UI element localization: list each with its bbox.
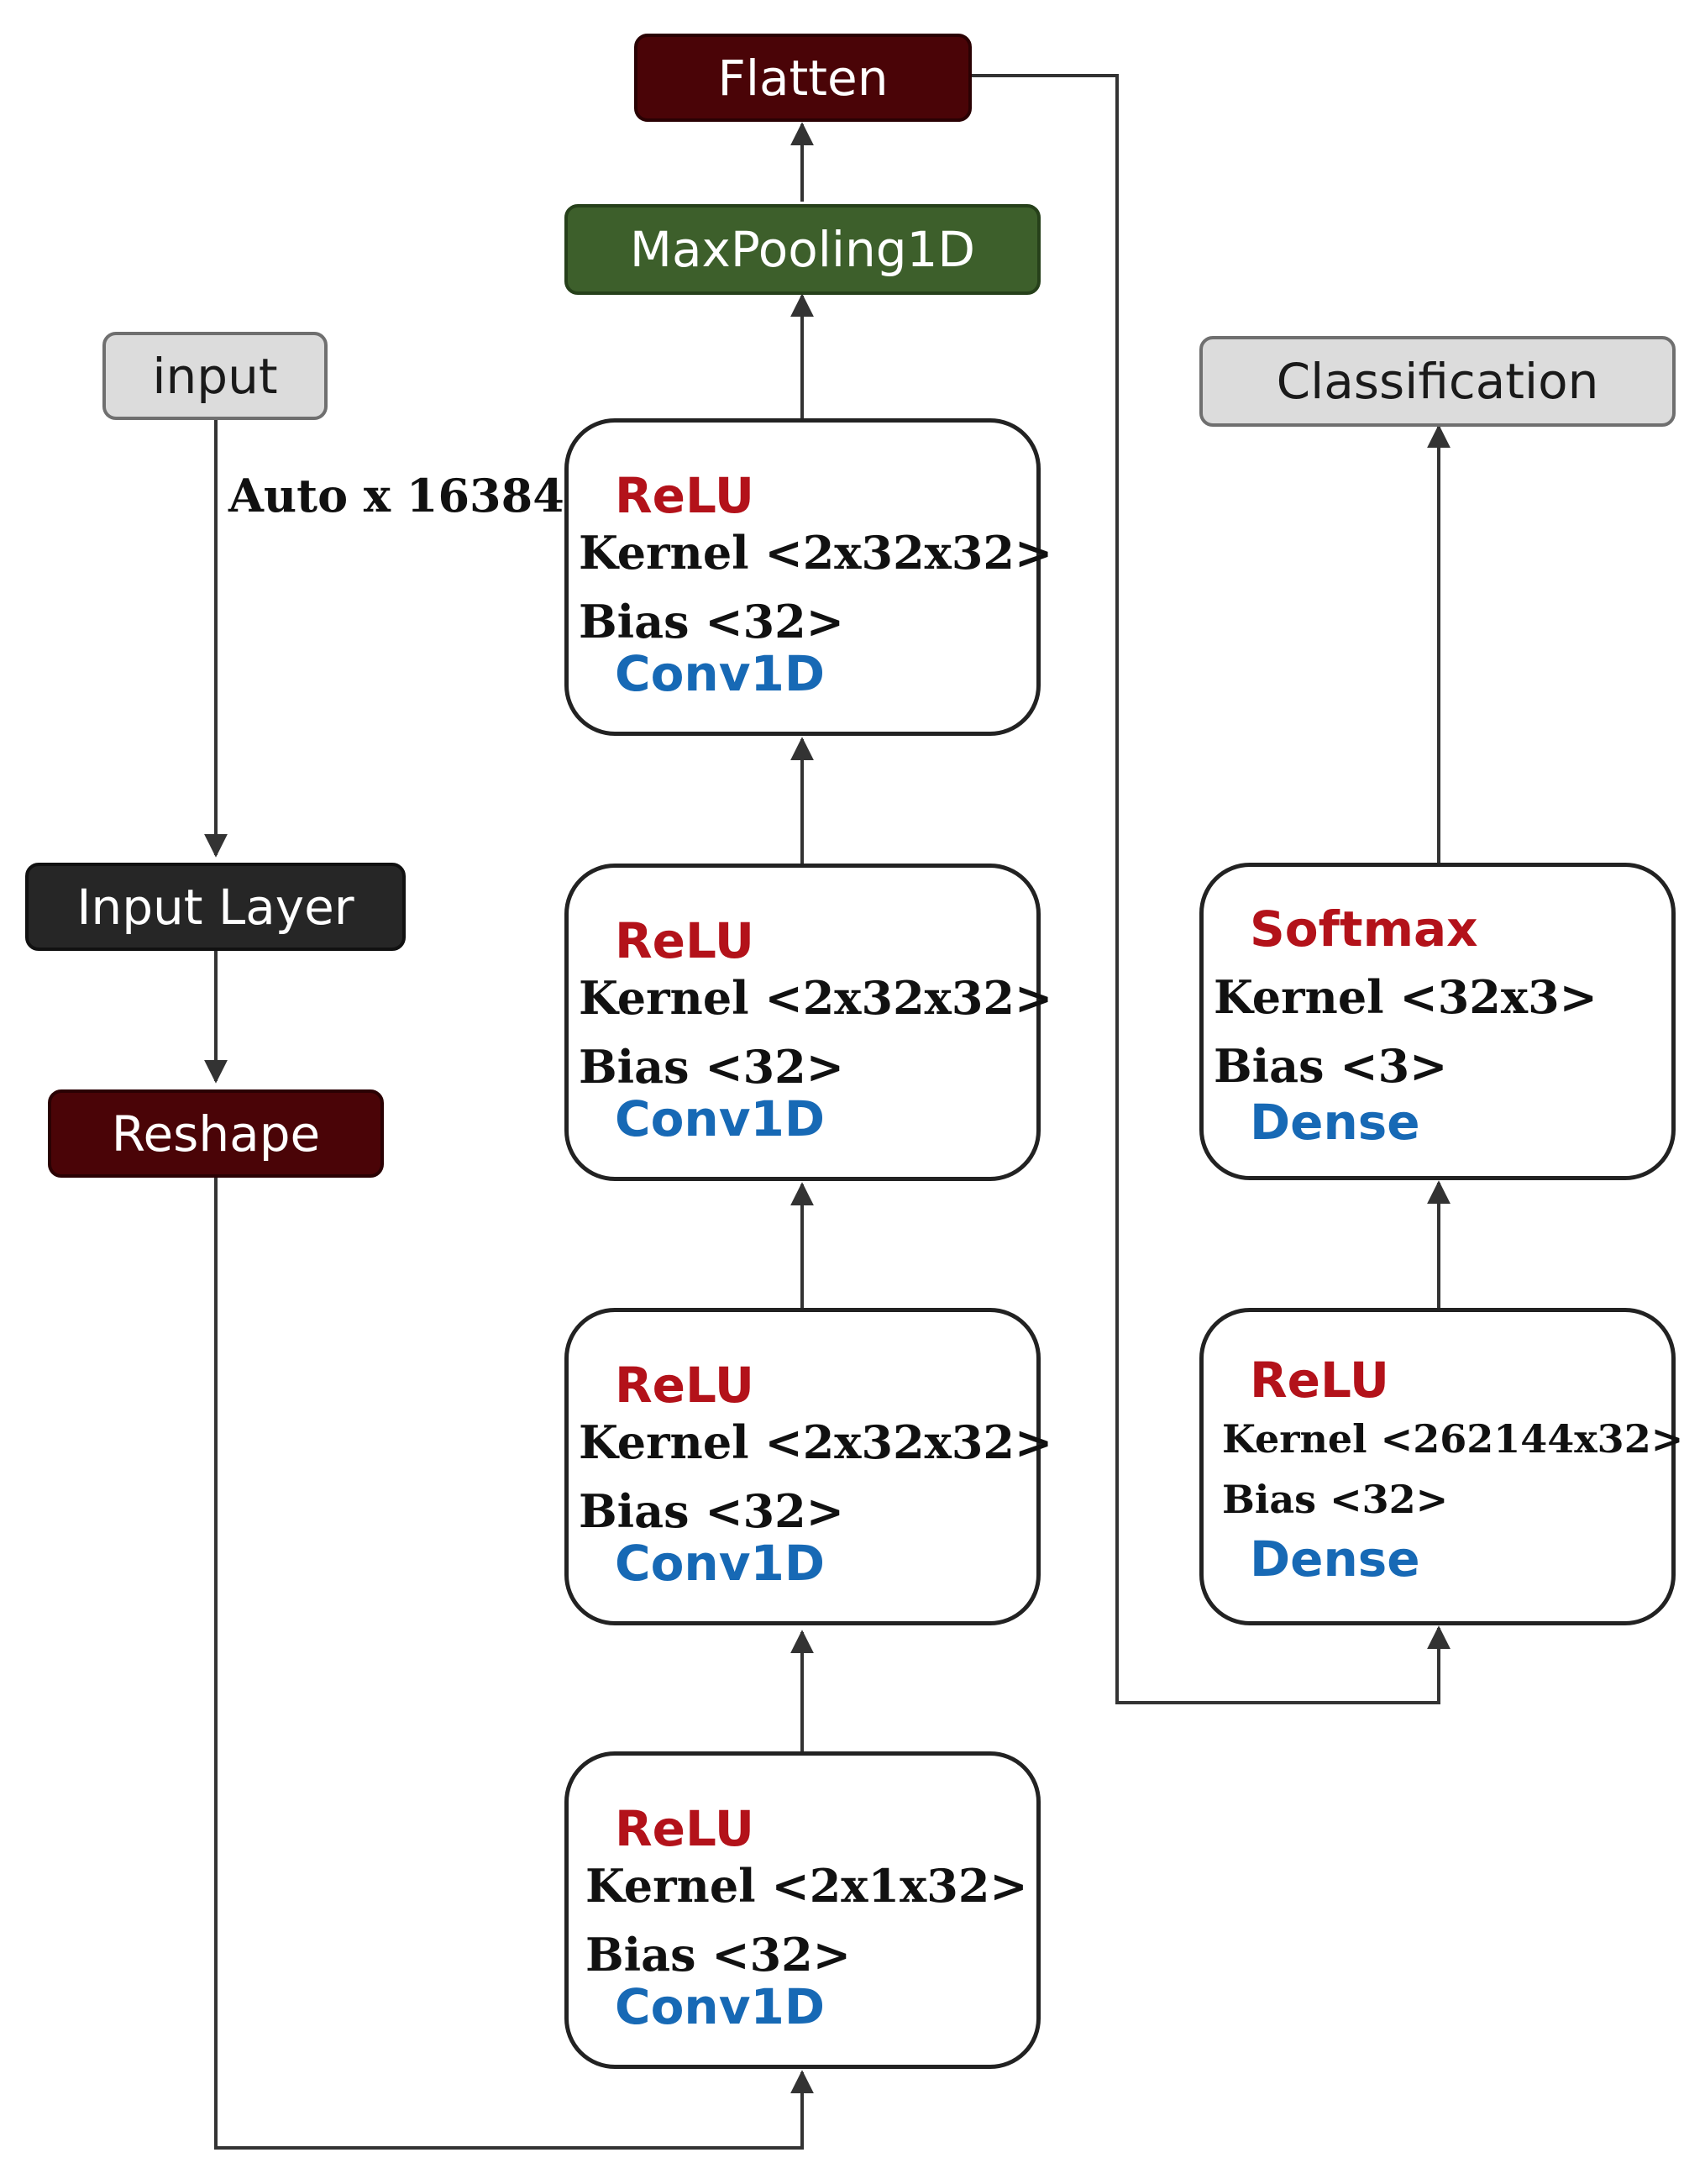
edge-reshape-to-conv4 [214,1176,814,2150]
kernel-label: Kernel <2x32x32> [579,526,1053,580]
activation-label: ReLU [615,467,754,524]
layer-type-label: Conv1D [615,1978,826,2035]
layer-type-label: Conv1D [615,1090,826,1147]
bias-label: Bias <32> [579,1484,844,1538]
input-layer-node: Input Layer [25,863,406,951]
conv1d-layer-1: ReLU Kernel <2x32x32> Bias <32> Conv1D [564,418,1052,736]
edge-flatten-to-dense2 [972,74,1451,1704]
reshape-node: Reshape [48,1089,384,1178]
input-node: input [102,332,328,420]
activation-label: ReLU [615,912,754,969]
layer-type-label: Dense [1250,1094,1420,1151]
bias-label: Bias <32> [1222,1477,1449,1522]
conv1d-layer-3: ReLU Kernel <2x32x32> Bias <32> Conv1D [564,1308,1052,1625]
kernel-label: Kernel <2x32x32> [579,1415,1053,1469]
kernel-label: Kernel <32x3> [1214,970,1597,1024]
kernel-label: Kernel <262144x32> [1222,1416,1684,1462]
bias-label: Bias <3> [1214,1039,1448,1093]
activation-label: ReLU [615,1357,754,1414]
kernel-label: Kernel <2x1x32> [585,1859,1028,1913]
dense-layer-relu: ReLU Kernel <262144x32> Bias <32> Dense [1199,1308,1683,1625]
flatten-node: Flatten [634,34,972,122]
layer-type-label: Conv1D [615,645,826,702]
dense-layer-softmax: Softmax Kernel <32x3> Bias <3> Dense [1199,863,1676,1180]
classification-node: Classification [1199,336,1676,427]
bias-label: Bias <32> [579,595,844,648]
activation-label: ReLU [1250,1352,1389,1409]
kernel-label: Kernel <2x32x32> [579,971,1053,1025]
layer-type-label: Dense [1250,1530,1420,1588]
activation-label: ReLU [615,1800,754,1857]
conv1d-layer-2: ReLU Kernel <2x32x32> Bias <32> Conv1D [564,864,1052,1181]
layer-type-label: Conv1D [615,1535,826,1592]
activation-label: Softmax [1250,900,1478,958]
bias-label: Bias <32> [585,1928,851,1982]
conv1d-layer-4: ReLU Kernel <2x1x32> Bias <32> Conv1D [564,1751,1041,2069]
maxpooling1d-node: MaxPooling1D [564,204,1041,295]
bias-label: Bias <32> [579,1040,844,1094]
input-shape-label: Auto x 16384 [228,469,564,522]
